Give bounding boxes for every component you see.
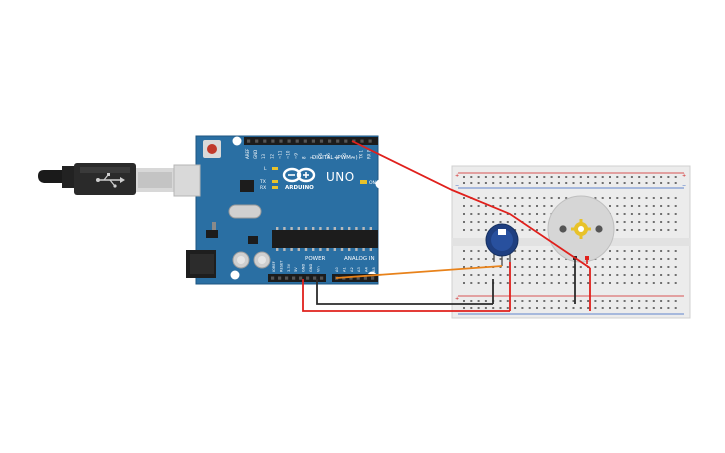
pin-label: 8 bbox=[302, 156, 307, 159]
power-pin[interactable] bbox=[320, 276, 324, 280]
crystal bbox=[228, 204, 262, 219]
digital-pin[interactable] bbox=[247, 139, 251, 143]
digital-pin[interactable] bbox=[328, 139, 332, 143]
power-header bbox=[268, 274, 326, 282]
usb-port bbox=[173, 164, 201, 197]
digital-pin[interactable] bbox=[271, 139, 275, 143]
analog-pin[interactable] bbox=[349, 276, 353, 280]
pin-label: ~11 bbox=[277, 150, 282, 159]
arduino-infinity-logo: ARDUINO bbox=[282, 167, 316, 191]
pin-label: RX 0 bbox=[367, 149, 372, 159]
pin-label: GND bbox=[253, 150, 258, 159]
svg-text:+: + bbox=[455, 173, 459, 179]
svg-text:−: − bbox=[682, 183, 686, 189]
digital-pin[interactable] bbox=[295, 139, 299, 143]
power-pin[interactable] bbox=[306, 276, 310, 280]
power-pin-label: GND bbox=[309, 264, 313, 272]
power-label: POWER bbox=[305, 256, 326, 262]
wire-red-5v[interactable] bbox=[302, 262, 591, 312]
svg-text:+: + bbox=[682, 173, 686, 179]
wire-black-gnd[interactable] bbox=[316, 264, 576, 305]
power-pin[interactable] bbox=[313, 276, 317, 280]
led-rx-label: RX bbox=[260, 185, 266, 191]
digital-pin[interactable] bbox=[336, 139, 340, 143]
capacitors bbox=[232, 251, 271, 269]
pin-label: 4 bbox=[334, 156, 339, 159]
analog-pin[interactable] bbox=[371, 276, 375, 280]
reset-button[interactable] bbox=[203, 140, 221, 158]
potentiometer[interactable] bbox=[485, 223, 519, 266]
digital-pin[interactable] bbox=[287, 139, 291, 143]
power-pin[interactable] bbox=[278, 276, 282, 280]
analog-pin-label: A0 bbox=[335, 267, 339, 272]
wire-orange-analog[interactable] bbox=[335, 265, 503, 279]
digital-pin[interactable] bbox=[319, 139, 324, 143]
pin-label: ~5 bbox=[326, 153, 331, 159]
pin-label: AREF bbox=[245, 148, 250, 159]
dc-motor[interactable] bbox=[547, 195, 615, 264]
atmega-chip bbox=[272, 227, 378, 251]
analog-pin[interactable] bbox=[356, 276, 360, 280]
digital-label: DIGITAL (PWM~) bbox=[312, 155, 358, 161]
power-pin-label: RESET bbox=[279, 260, 283, 272]
power-pin-label: Vin bbox=[316, 266, 320, 272]
digital-pin[interactable] bbox=[279, 139, 283, 143]
digital-pin[interactable] bbox=[311, 139, 315, 143]
brand-label: UNO bbox=[326, 170, 355, 184]
power-pin[interactable] bbox=[299, 276, 303, 280]
power-pin-label: GND bbox=[302, 264, 306, 272]
analog-pin-label: A3 bbox=[357, 267, 361, 272]
power-pin[interactable] bbox=[292, 276, 296, 280]
analog-pin-label: A4 bbox=[365, 267, 369, 272]
power-pin-label: 5V bbox=[294, 267, 298, 272]
analog-pin-label: A2 bbox=[350, 267, 354, 272]
analog-label: ANALOG IN bbox=[344, 256, 375, 262]
digital-pin[interactable] bbox=[368, 139, 372, 143]
digital-header bbox=[244, 137, 378, 145]
pin-label: ~6 bbox=[318, 153, 323, 159]
digital-pin[interactable] bbox=[344, 139, 348, 143]
power-pin[interactable] bbox=[285, 276, 289, 280]
digital-pin[interactable] bbox=[255, 139, 259, 143]
pin-label: 7 bbox=[310, 156, 315, 159]
power-pin-label: 3.3V bbox=[287, 263, 291, 272]
pin-label: TX 1 bbox=[358, 150, 363, 160]
analog-pin-label: A1 bbox=[342, 267, 346, 272]
svg-text:−: − bbox=[455, 309, 459, 315]
pin-label: ~9 bbox=[294, 153, 299, 159]
usb-symbol-icon bbox=[96, 173, 125, 188]
pin-label: ~10 bbox=[286, 150, 291, 159]
analog-header bbox=[332, 274, 378, 282]
svg-text:+: + bbox=[455, 296, 459, 302]
digital-pin[interactable] bbox=[263, 139, 267, 143]
led-l-label: L bbox=[264, 166, 267, 172]
svg-text:−: − bbox=[455, 183, 459, 189]
pin-label: 2 bbox=[350, 156, 355, 159]
usb-cable[interactable] bbox=[38, 163, 174, 195]
analog-pin-label: A5 bbox=[372, 267, 376, 272]
gear-icon bbox=[571, 219, 591, 239]
power-pin[interactable] bbox=[271, 276, 275, 280]
digital-pin[interactable] bbox=[303, 139, 307, 143]
analog-pin[interactable] bbox=[363, 276, 367, 280]
led-tx-label: TX bbox=[259, 179, 266, 185]
on-label: ON bbox=[369, 180, 376, 186]
power-pin-label: IOREF bbox=[272, 261, 276, 272]
wire-red-digital[interactable] bbox=[351, 140, 591, 269]
pin-label: 13 bbox=[261, 153, 266, 159]
digital-pin[interactable] bbox=[360, 139, 364, 143]
svg-text:ARDUINO: ARDUINO bbox=[285, 185, 314, 191]
pin-label: ~3 bbox=[342, 153, 347, 159]
pin-label: 12 bbox=[269, 153, 274, 159]
